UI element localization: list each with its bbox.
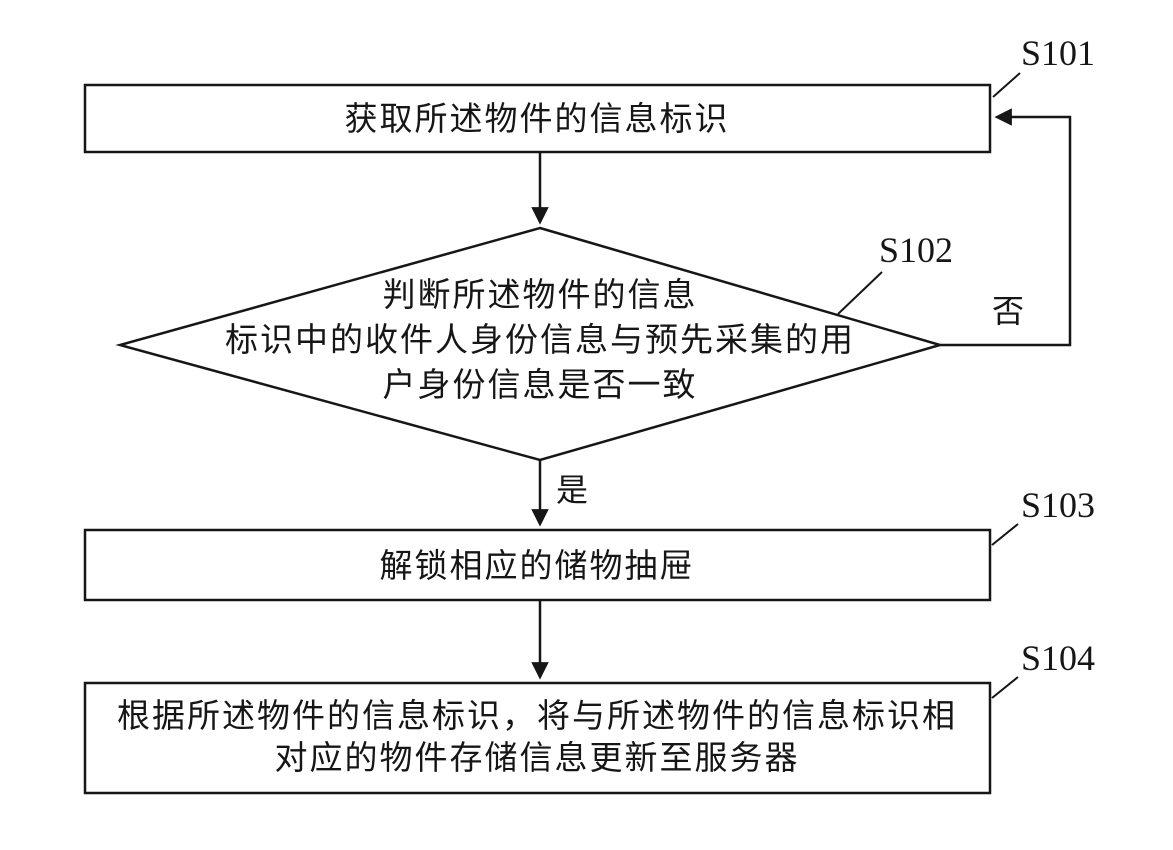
decision-s102-label-line2: 标识中的收件人身份信息与预先采集的用	[225, 322, 855, 359]
leader-line-s101	[992, 72, 1021, 98]
process-box-s104-label-line1: 根据所述物件的信息标识，将与所述物件的信息标识相	[117, 698, 957, 735]
yes-branch-label: 是	[556, 472, 588, 508]
decision-s102-label-line1: 判断所述物件的信息	[383, 277, 698, 314]
process-box-s103-label: 解锁相应的储物抽屉	[380, 548, 695, 585]
no-branch-label: 否	[992, 293, 1024, 329]
step-id-s101: S101	[1021, 33, 1095, 73]
no-branch-line	[940, 108, 1072, 347]
step-id-s103: S103	[1021, 485, 1095, 525]
step-id-s102: S102	[879, 230, 953, 270]
process-box-s104-label-line2: 对应的物件存储信息更新至服务器	[275, 740, 800, 777]
leader-line-s103	[991, 523, 1019, 546]
decision-s102-label-line3: 户身份信息是否一致	[383, 367, 698, 404]
process-box-s101-label: 获取所述物件的信息标识	[345, 101, 730, 138]
leader-line-s102	[837, 271, 883, 315]
step-id-s104: S104	[1021, 638, 1095, 678]
process-box-s103	[83, 528, 992, 602]
leader-line-s104	[991, 676, 1019, 699]
process-box-s101	[83, 83, 992, 154]
process-box-s104	[83, 681, 992, 795]
